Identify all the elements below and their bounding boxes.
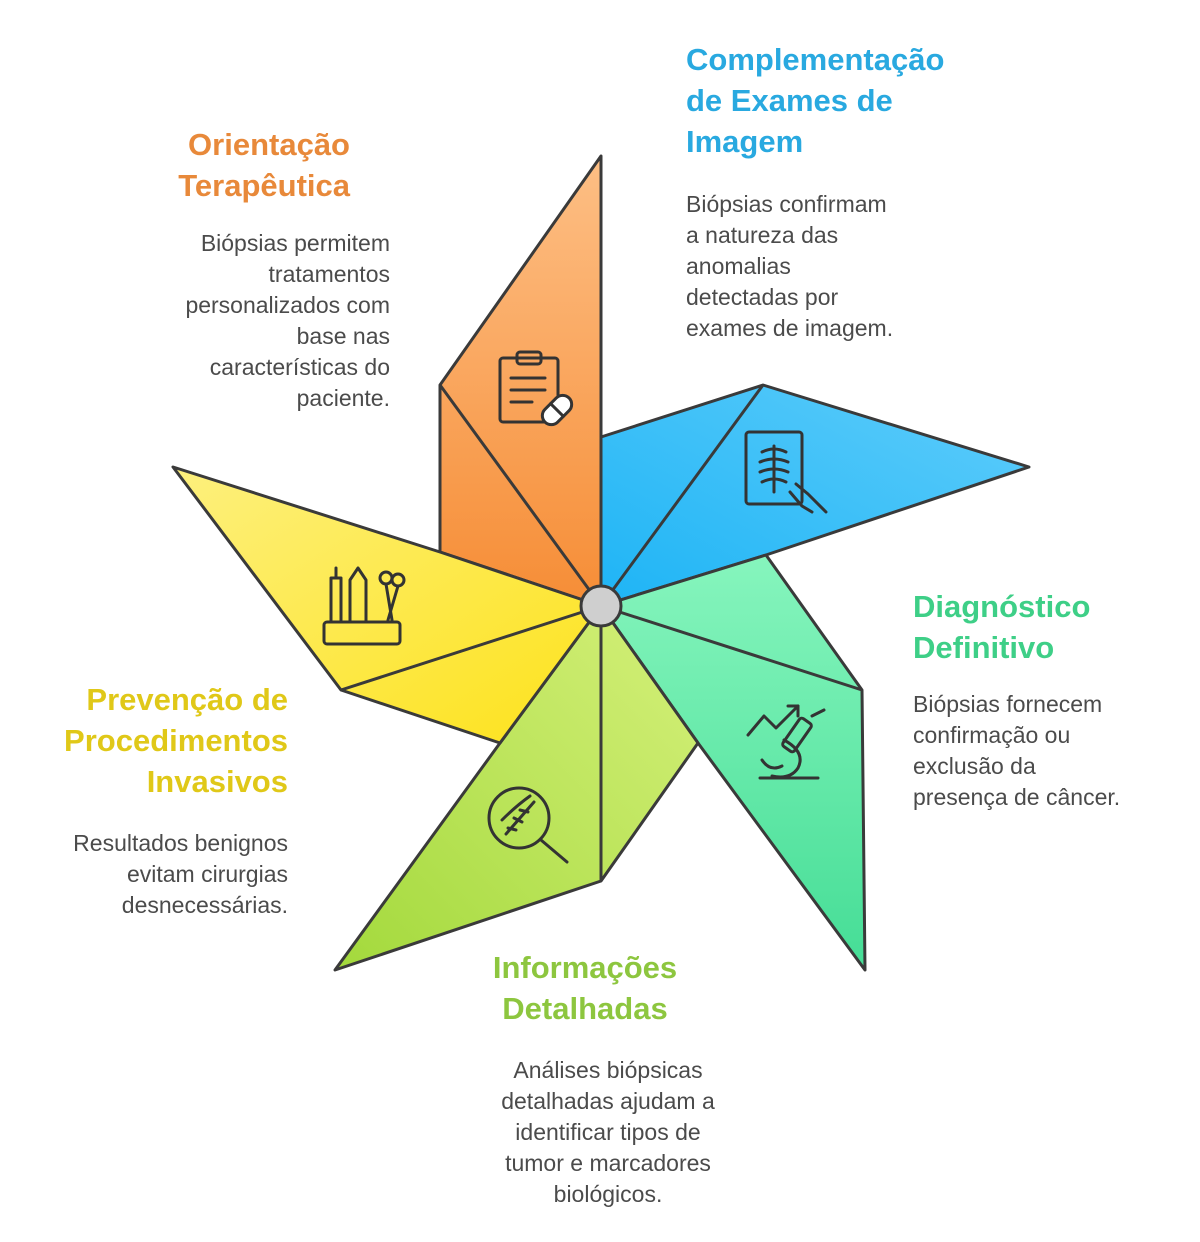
section-orientacao: Orientação Terapêutica bbox=[178, 124, 350, 206]
blade-orientacao bbox=[438, 154, 603, 608]
blade-prevencao bbox=[171, 465, 603, 745]
section-title-complementacao: Complementação de Exames de Imagem bbox=[686, 42, 945, 159]
section-desc-orientacao: Biópsias permitem tratamentos personaliz… bbox=[185, 230, 390, 411]
section-title-informacoes: Informações Detalhadas bbox=[492, 950, 678, 1026]
blade-complementacao bbox=[599, 383, 1031, 608]
section-complementacao: Complementação de Exames de Imagem bbox=[686, 39, 944, 162]
clipboard-pill-icon bbox=[498, 350, 574, 427]
section-desc-diagnostico: Biópsias fornecem confirmação ou exclusã… bbox=[913, 691, 1121, 810]
section-diagnostico: Diagnóstico Definitivo bbox=[913, 586, 1090, 668]
center-hub bbox=[579, 584, 623, 628]
section-prevencao: Prevenção de Procedimentos Invasivos bbox=[64, 679, 288, 802]
section-desc-informacoes: Análises biópsicas detalhadas ajudam a i… bbox=[501, 1057, 715, 1207]
section-informacoes: Informações Detalhadas bbox=[435, 947, 735, 1029]
section-title-prevencao: Prevenção de Procedimentos Invasivos bbox=[64, 682, 288, 799]
section-title-diagnostico: Diagnóstico Definitivo bbox=[913, 589, 1091, 665]
section-desc-prevencao: Resultados benignos evitam cirurgias des… bbox=[73, 830, 288, 918]
xray-hand-icon bbox=[744, 430, 828, 514]
microscope-chart-icon bbox=[746, 704, 826, 780]
section-title-orientacao: Orientação Terapêutica bbox=[178, 127, 350, 203]
surgical-tools-icon bbox=[322, 566, 406, 646]
dna-magnifier-icon bbox=[487, 786, 569, 864]
section-desc-complementacao: Biópsias confirmam a natureza das anomal… bbox=[686, 191, 894, 341]
